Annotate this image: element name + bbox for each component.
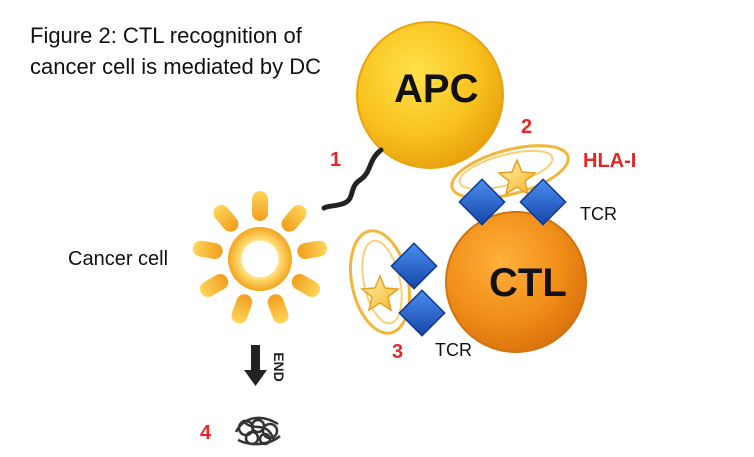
hla-label: HLA-I [583,150,637,172]
ctl-label: CTL [489,261,567,305]
cancer-cell-label: Cancer cell [68,248,169,270]
down-arrow-icon [244,345,267,386]
tcr-label-bottom: TCR [435,340,472,360]
step-2-label: 2 [521,116,533,138]
step-4-label: 4 [200,422,212,444]
tcr-receptor-top [458,178,567,226]
step-3-label: 3 [392,341,404,363]
tcr-receptor-bottom [390,242,446,337]
end-label-text: END [271,352,287,382]
dendrite-wave-connector [321,147,384,211]
antigen-star-top [497,158,537,196]
cell-debris-icon [234,416,281,446]
cancer-cell [192,191,328,324]
apc-cell [356,21,504,169]
step-1-label: 1 [330,149,342,171]
ctl-cell [445,211,587,353]
figure-title-line1: Figure 2: CTL recognition of [30,23,302,48]
end-label: END [270,346,288,388]
apc-label: APC [394,67,479,111]
tcr-label-top: TCR [580,204,617,224]
antigen-star-left [360,274,400,312]
figure-title-line2: cancer cell is mediated by DC [30,54,322,79]
figure-title: Figure 2: CTL recognition of cancer cell… [30,20,321,82]
